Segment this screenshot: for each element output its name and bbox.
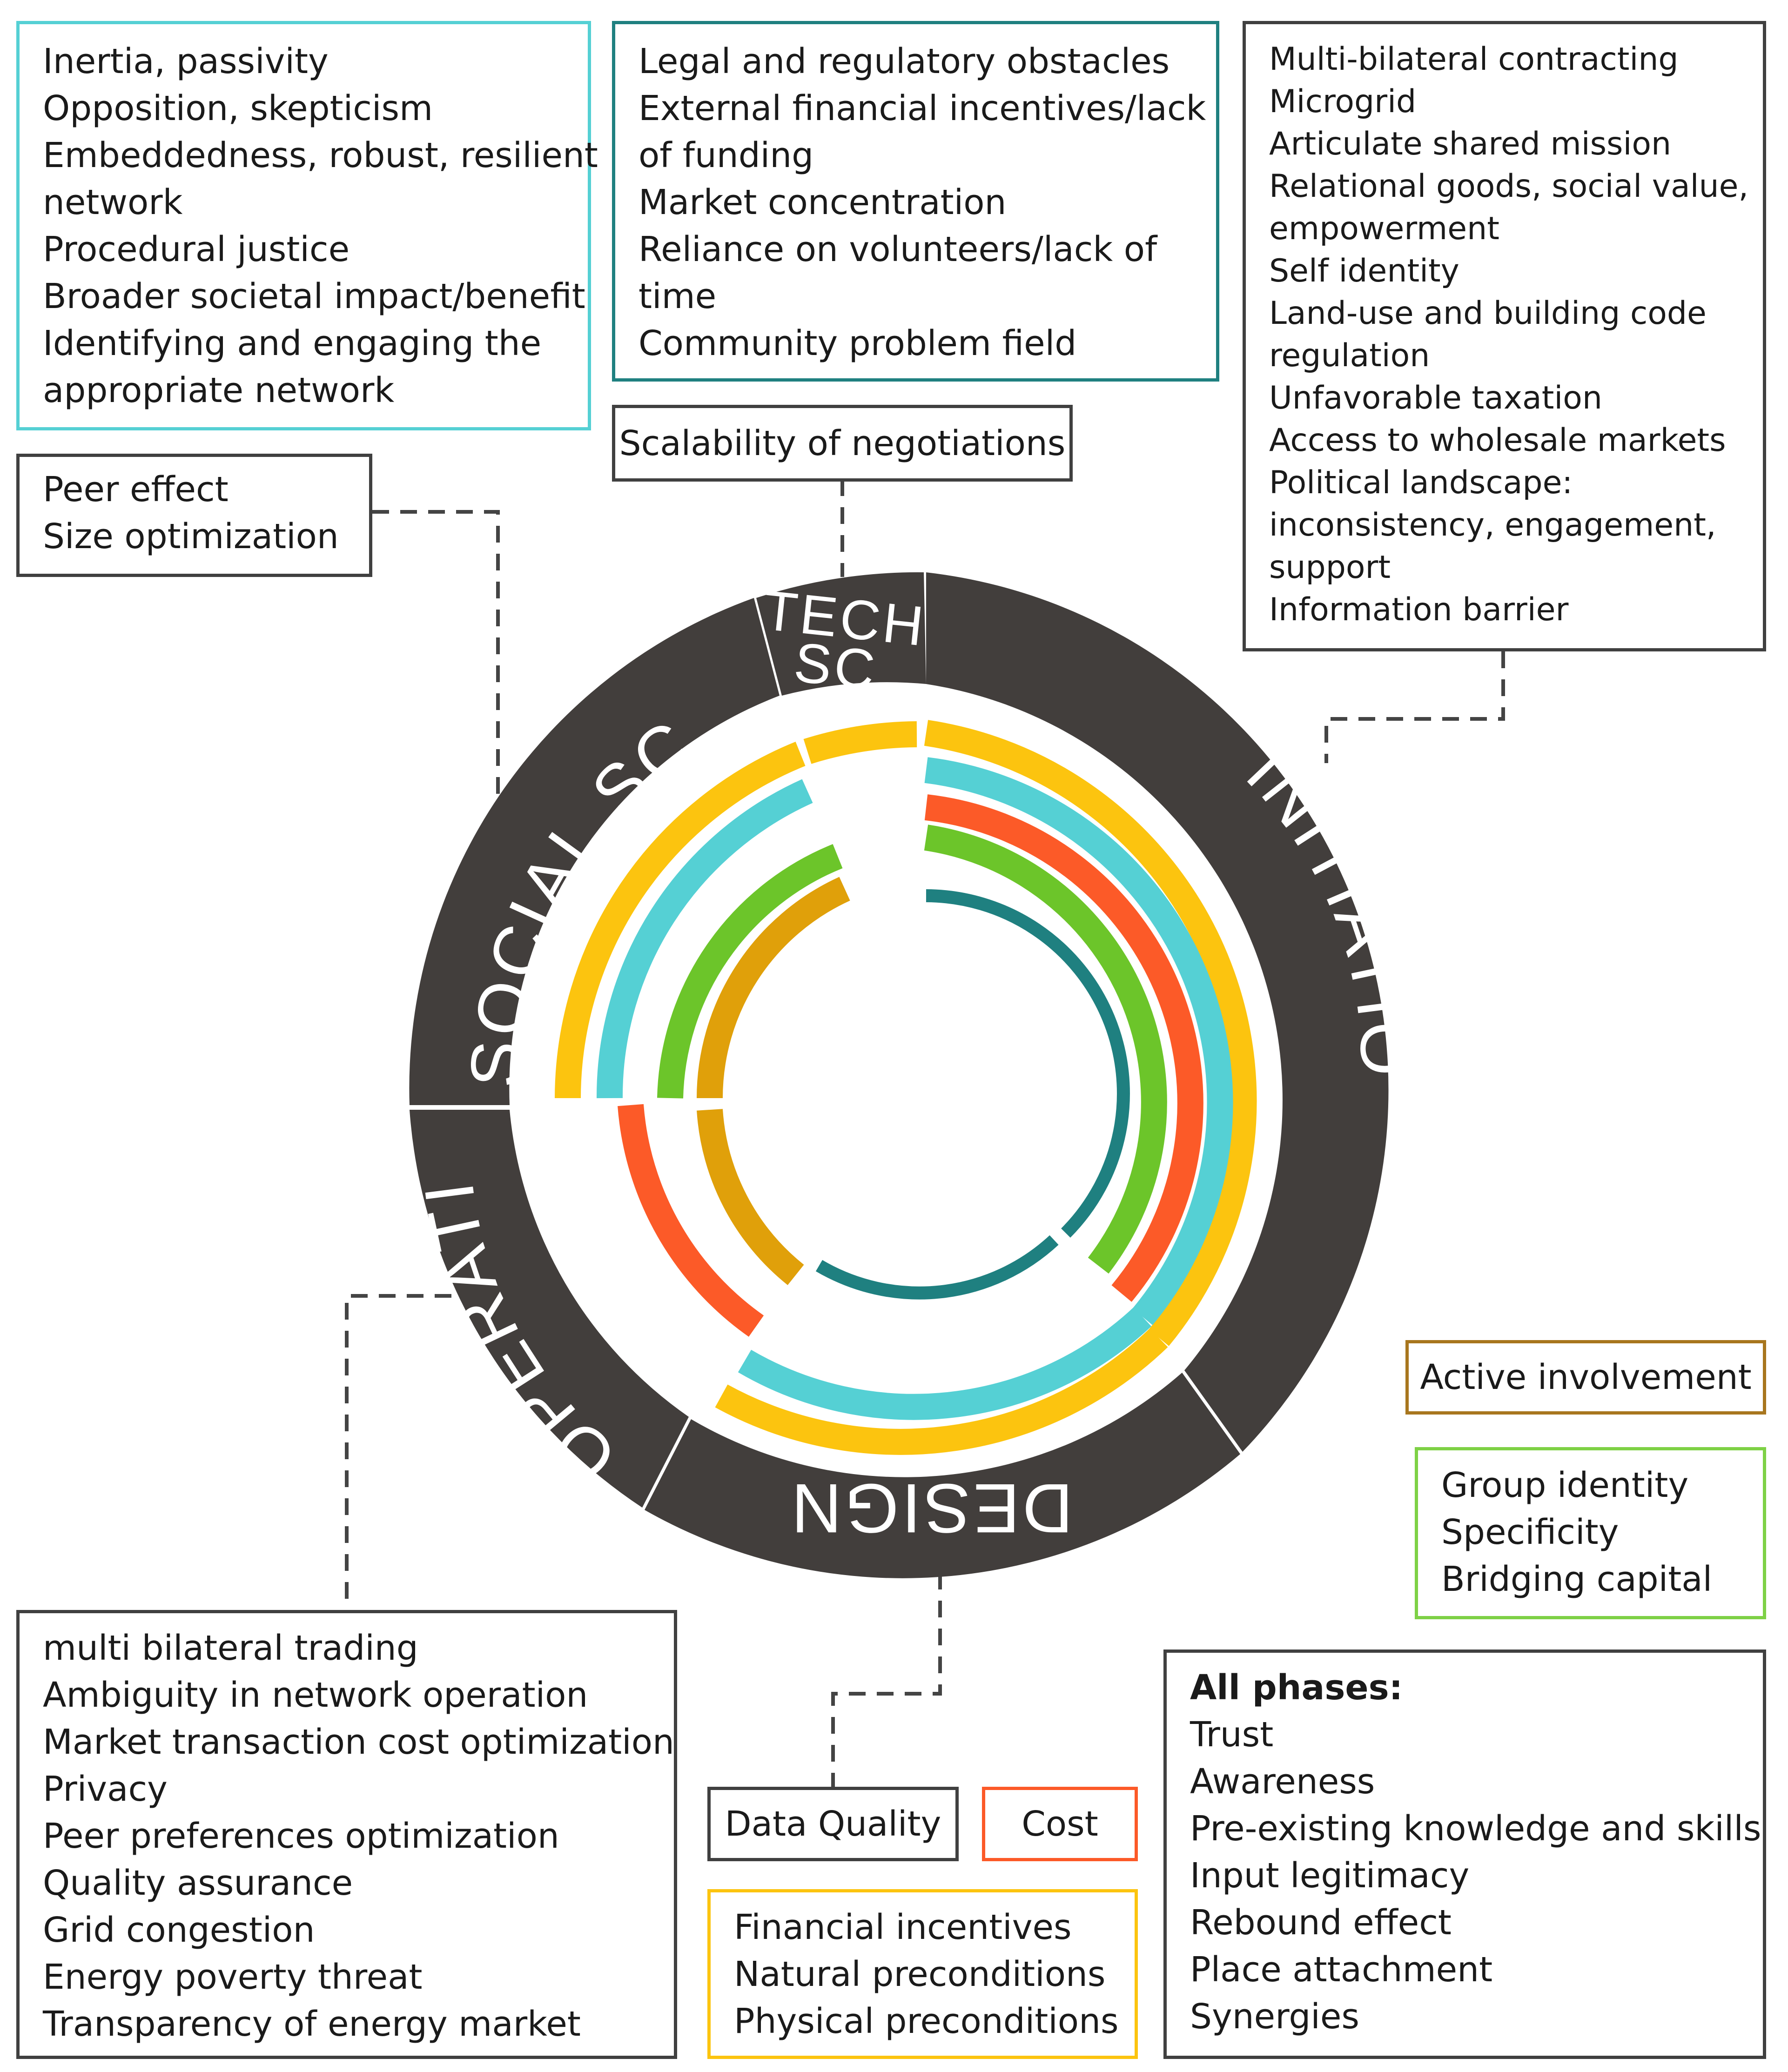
arc-red-initiation xyxy=(924,794,1203,1302)
box-line: time xyxy=(639,276,717,316)
arc-cyan-design xyxy=(738,1307,1152,1420)
box-line: Active involvement xyxy=(1420,1357,1752,1397)
arc-green-social xyxy=(657,844,843,1099)
box-line: Energy poverty threat xyxy=(43,1957,423,1997)
box-line: Scalability of negotiations xyxy=(619,423,1066,463)
box-line: Transparency of energy market xyxy=(43,2004,581,2044)
box-line: Identifying and engaging the xyxy=(43,323,542,363)
inner-rings xyxy=(555,720,1257,1455)
preconditions-box: Financial incentives Natural preconditio… xyxy=(707,1889,1138,2059)
arc-cyan-initiation xyxy=(924,757,1233,1325)
connector-peer-social xyxy=(372,510,500,800)
arc-yellow-initiation xyxy=(924,720,1257,1346)
connector-initiation xyxy=(1324,651,1505,763)
label-sc: SC. xyxy=(791,631,899,704)
cost-box: Cost xyxy=(982,1787,1138,1861)
arc-yellow-tech xyxy=(803,721,917,764)
box-line: Market transaction cost optimization xyxy=(43,1722,674,1762)
initiation-factors-box: Multi-bilateral contracting Microgrid Ar… xyxy=(1243,21,1766,651)
box-line: Ambiguity in network operation xyxy=(43,1675,588,1715)
box-line: Market concentration xyxy=(639,182,1007,222)
arc-gold-operation xyxy=(697,1109,804,1285)
box-line: Legal and regulatory obstacles xyxy=(639,41,1170,81)
box-line: appropriate network xyxy=(43,370,395,410)
box-line: Synergies xyxy=(1190,1997,1359,2037)
peer-box: Peer effect Size optimization xyxy=(16,454,372,577)
box-line: External financial incentives/lack xyxy=(639,88,1206,128)
box-line: Natural preconditions xyxy=(734,1954,1106,1994)
teal-factors-box: Legal and regulatory obstacles External … xyxy=(612,21,1219,382)
box-line: Peer effect xyxy=(43,469,229,510)
box-line: Cost xyxy=(1022,1804,1098,1844)
ring-segment-operation xyxy=(410,1110,689,1508)
arc-green-initiation xyxy=(924,825,1167,1274)
box-line: Embeddedness, robust, resilient xyxy=(43,135,598,175)
box-line: empowerment xyxy=(1269,210,1499,247)
box-line: multi bilateral trading xyxy=(43,1628,418,1668)
ring-segment-tech-sc xyxy=(756,572,926,696)
operation-factors-box: multi bilateral trading Ambiguity in net… xyxy=(16,1610,677,2059)
connector-lines xyxy=(345,479,1505,1787)
box-line: Place attachment xyxy=(1190,1950,1493,1990)
box-line: Multi-bilateral contracting xyxy=(1269,41,1679,78)
box-line: network xyxy=(43,182,183,222)
box-line: Political landscape: xyxy=(1269,464,1573,501)
box-line: Broader societal impact/benefit xyxy=(43,276,585,316)
box-line: Pre-existing knowledge and skills xyxy=(1190,1809,1761,1849)
box-line: support xyxy=(1269,549,1391,586)
box-line: Articulate shared mission xyxy=(1269,126,1672,162)
arc-cyan-social xyxy=(596,779,813,1099)
box-line: Opposition, skepticism xyxy=(43,88,433,128)
box-line: Inertia, passivity xyxy=(43,41,329,81)
label-design: DESIGN xyxy=(788,1469,1073,1548)
box-line: regulation xyxy=(1269,337,1430,374)
scalability-box: Scalability of negotiations xyxy=(612,405,1073,482)
arc-yellow-design xyxy=(715,1328,1168,1455)
ring-segment-social-scaling xyxy=(409,598,780,1105)
connector-operation xyxy=(345,1294,451,1610)
cyan-factors-box: Inertia, passivity Opposition, skepticis… xyxy=(16,21,598,430)
box-line: Rebound effect xyxy=(1190,1903,1452,1943)
arc-yellow-social xyxy=(555,742,806,1099)
box-line: Self identity xyxy=(1269,253,1459,289)
arc-teal-initiation xyxy=(926,889,1130,1238)
box-line: Privacy xyxy=(43,1769,168,1809)
box-line: Size optimization xyxy=(43,516,339,557)
all-phases-title: All phases: xyxy=(1190,1668,1403,1708)
box-line: Relational goods, social value, xyxy=(1269,168,1749,205)
box-line: Reliance on volunteers/lack of xyxy=(639,229,1157,269)
all-phases-box: All phases: Trust Awareness Pre-existing… xyxy=(1163,1650,1766,2059)
data-quality-box: Data Quality xyxy=(707,1787,959,1861)
box-line: Financial incentives xyxy=(734,1907,1072,1947)
box-line: Group identity xyxy=(1441,1465,1689,1505)
box-line: Procedural justice xyxy=(43,229,350,269)
box-line: Specificity xyxy=(1441,1512,1619,1552)
box-line: Access to wholesale markets xyxy=(1269,422,1726,459)
box-line: Information barrier xyxy=(1269,591,1569,628)
active-involvement-box: Active involvement xyxy=(1405,1340,1766,1415)
box-line: Trust xyxy=(1190,1715,1274,1755)
box-line: Bridging capital xyxy=(1441,1559,1713,1599)
ring-segment-initiation xyxy=(926,572,1389,1452)
box-line: Microgrid xyxy=(1269,83,1417,120)
box-line: of funding xyxy=(639,135,814,175)
box-line: Physical preconditions xyxy=(734,2001,1119,2041)
outer-phase-ring xyxy=(409,572,1389,1578)
box-line: inconsistency, engagement, xyxy=(1269,507,1716,543)
connector-design xyxy=(831,1573,942,1787)
box-line: Community problem field xyxy=(639,323,1077,363)
arc-gold-social xyxy=(697,877,850,1099)
group-identity-box: Group identity Specificity Bridging capi… xyxy=(1415,1447,1766,1619)
box-line: Land-use and building code xyxy=(1269,295,1707,332)
arc-teal-design xyxy=(815,1235,1059,1300)
box-line: Data Quality xyxy=(725,1804,941,1844)
box-line: Grid congestion xyxy=(43,1910,315,1950)
arc-red-operation xyxy=(618,1104,764,1337)
ring-segment-design xyxy=(645,1373,1240,1578)
box-line: Peer preferences optimization xyxy=(43,1816,559,1856)
box-line: Awareness xyxy=(1190,1762,1375,1802)
box-line: Input legitimacy xyxy=(1190,1856,1470,1896)
box-line: Unfavorable taxation xyxy=(1269,380,1602,416)
box-line: Quality assurance xyxy=(43,1863,353,1903)
